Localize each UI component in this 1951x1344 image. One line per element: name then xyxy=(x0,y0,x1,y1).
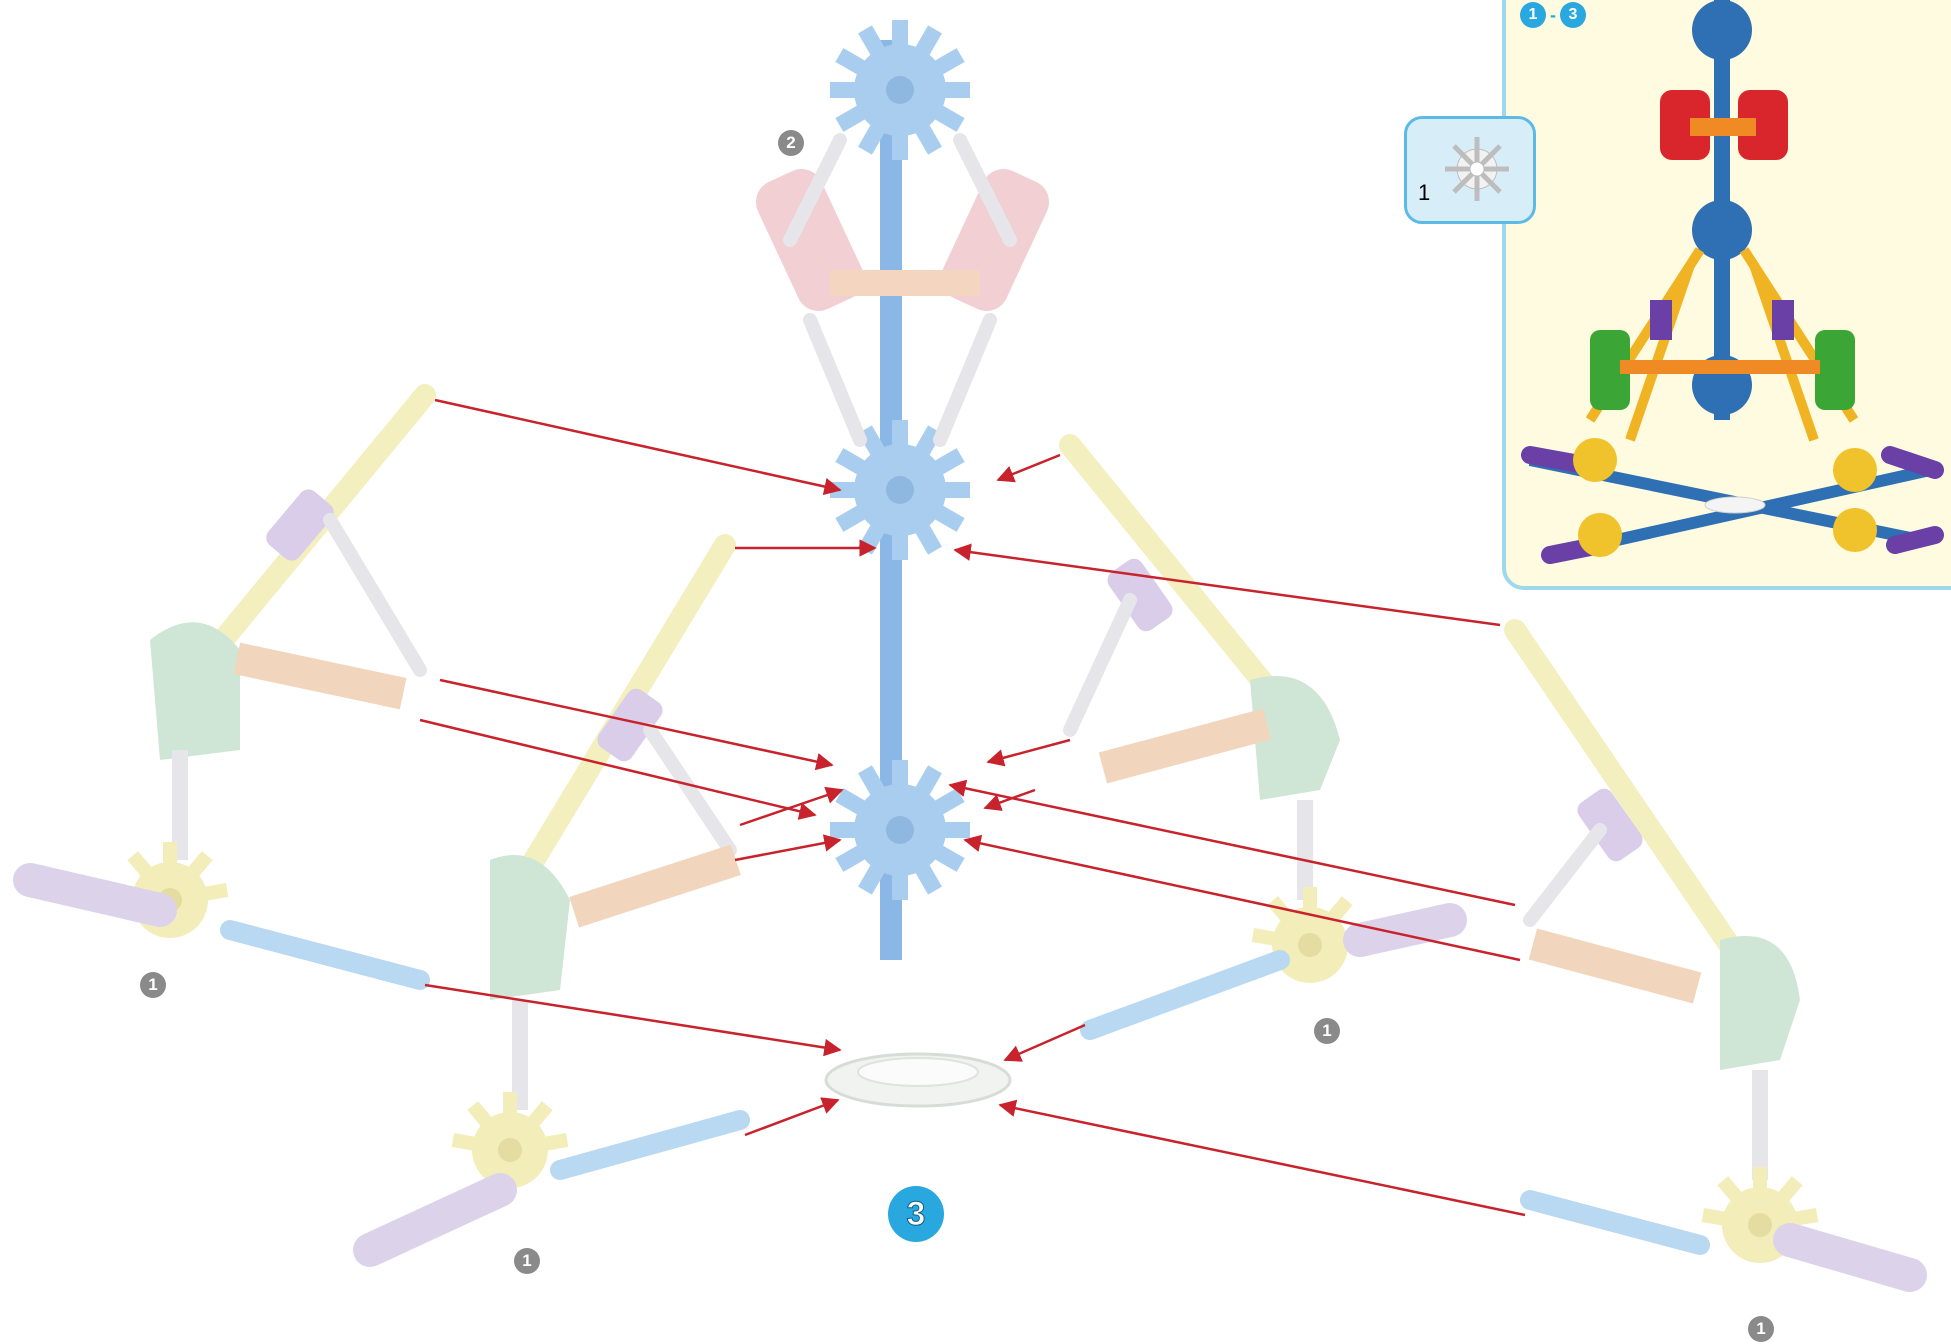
step-number-badge: 3 xyxy=(888,1186,944,1242)
top-subassembly xyxy=(755,20,1050,960)
assembly-arrows xyxy=(419,398,1526,1217)
range-start-badge: 1 xyxy=(1520,2,1546,28)
inset-step-range: 1 - 3 xyxy=(1520,2,1586,28)
callout-badge-1-far-right: 1 xyxy=(1748,1316,1774,1342)
middle-blue-connector xyxy=(830,420,970,560)
peach-rod xyxy=(830,270,980,296)
callout-badge-2: 2 xyxy=(778,130,804,156)
leg-assembly-left xyxy=(13,384,436,990)
top-blue-connector xyxy=(830,20,970,160)
range-end-badge: 3 xyxy=(1560,2,1586,28)
callout-badge-1-right-center: 1 xyxy=(1314,1018,1340,1044)
parts-needed-box xyxy=(1404,116,1536,224)
leg-assembly-front-left xyxy=(353,534,750,1267)
white-connector-icon xyxy=(1445,137,1509,201)
parts-quantity: 1 xyxy=(1418,180,1431,205)
callout-badge-1-front-left: 1 xyxy=(514,1248,540,1274)
leg-assembly-far-right xyxy=(1504,619,1927,1292)
range-separator: - xyxy=(1550,4,1556,25)
white-connector xyxy=(824,1052,1012,1108)
callout-badge-1-left: 1 xyxy=(140,972,166,998)
leg-assembly-right-center xyxy=(1059,434,1467,1040)
inset-model xyxy=(1521,0,1944,564)
lower-blue-connector xyxy=(830,760,970,900)
